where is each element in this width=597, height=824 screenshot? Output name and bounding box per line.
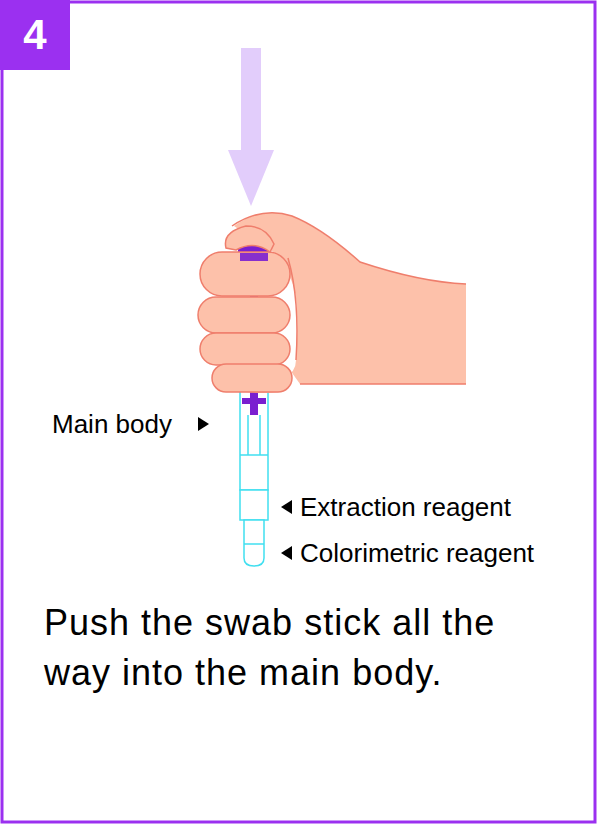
push-arrow	[241, 48, 261, 152]
part-label: Main body	[52, 408, 172, 440]
push-arrow-head	[228, 150, 274, 206]
caption: Push the swab stick all the way into the…	[44, 598, 564, 698]
pointer	[281, 500, 292, 514]
plunger-top	[240, 253, 268, 261]
part-label: Extraction reagent	[300, 491, 511, 523]
step-number: 4	[23, 11, 46, 59]
part-label: Colorimetric reagent	[300, 537, 534, 569]
hand	[198, 213, 466, 393]
step-number-box: 4	[0, 0, 70, 70]
test-device	[240, 385, 268, 566]
pointer	[281, 546, 292, 560]
pointer	[198, 417, 209, 431]
